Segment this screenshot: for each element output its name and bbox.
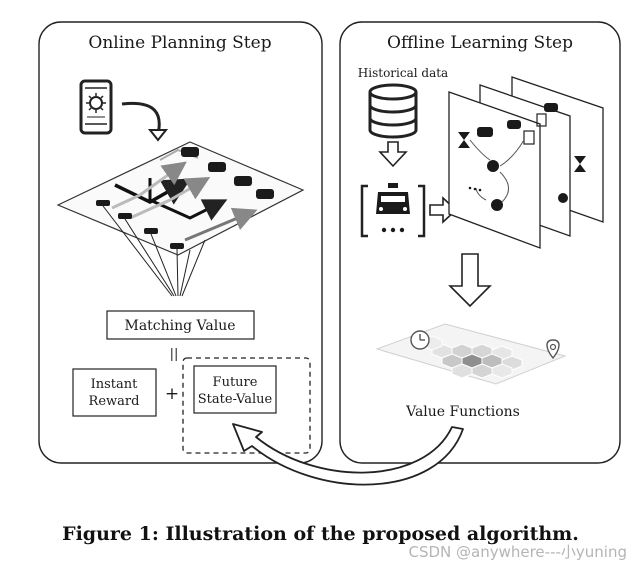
historical-data-label: Historical data: [358, 66, 448, 80]
instant-reward-line2: Reward: [89, 394, 140, 409]
person-icon: [96, 200, 184, 249]
future-state-line1: Future: [213, 375, 258, 390]
pages-to-value-arrow: [448, 253, 492, 308]
database-icon: [368, 83, 418, 139]
equals-sign: ||: [170, 347, 179, 362]
offline-panel-frame: [339, 21, 621, 464]
document-icon: [523, 113, 547, 145]
car-icon: [181, 147, 274, 199]
offline-learning-panel: Offline Learning Step Historical data: [339, 21, 621, 464]
online-panel-frame: [38, 21, 323, 464]
value-functions-label: Value Functions: [405, 404, 520, 420]
value-function-plane: [375, 323, 567, 385]
db-to-taxi-arrow: [378, 141, 408, 168]
offline-panel-title: Offline Learning Step: [387, 33, 573, 53]
watermark: CSDN @anywhere---小yuning: [408, 543, 627, 561]
hourglass-icon: [458, 132, 586, 172]
matching-lines: [102, 205, 206, 297]
matching-value-box: [106, 310, 255, 340]
matching-value-label: Matching Value: [124, 318, 235, 334]
location-pin-icon: [546, 339, 560, 360]
trajectory-links: [469, 139, 525, 203]
car-icon: [477, 103, 558, 137]
future-state-line2: State-Value: [198, 392, 273, 407]
online-panel-title: Online Planning Step: [88, 33, 271, 53]
plus-sign: +: [165, 384, 179, 404]
money-bag-icon: [487, 160, 568, 211]
clock-icon: [410, 330, 430, 350]
instant-reward-line1: Instant: [91, 377, 139, 392]
online-planning-panel: Online Planning Step: [38, 21, 323, 464]
value-feedback-arrow: [232, 423, 464, 486]
figure-caption: Figure 1: Illustration of the proposed a…: [62, 523, 579, 545]
smartphone-icon: [79, 79, 113, 135]
future-state-value-box: [193, 365, 277, 414]
taxi-icon: [360, 183, 426, 238]
instant-reward-box: [72, 368, 157, 417]
ellipsis-dots: [468, 186, 482, 192]
